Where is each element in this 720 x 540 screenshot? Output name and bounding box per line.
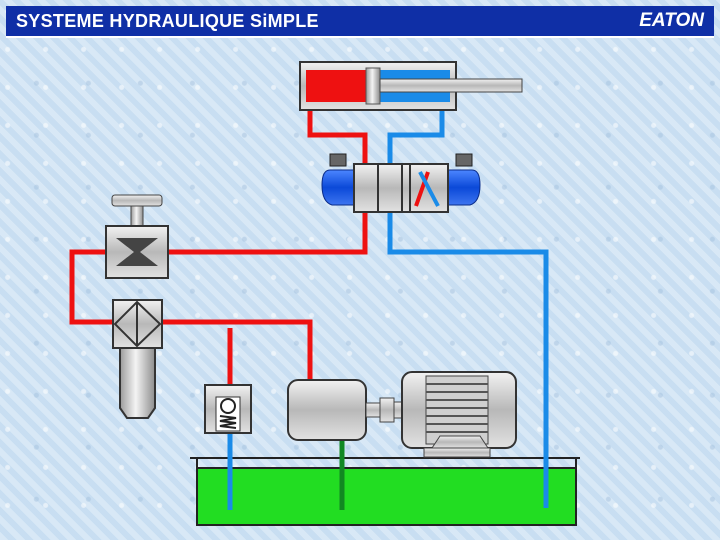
page-title: SYSTEME HYDRAULIQUE SiMPLE [16, 11, 319, 31]
filter [112, 299, 163, 419]
piston [365, 67, 381, 105]
oil-level [196, 467, 577, 526]
pump [287, 379, 395, 441]
hydraulic-cylinder [299, 61, 523, 111]
piston-rod [379, 78, 523, 93]
reservoir [190, 457, 580, 526]
pressure-lines [69, 100, 368, 385]
electric-motor [393, 371, 517, 458]
directional-control-valve [321, 153, 481, 213]
coupling [379, 397, 395, 423]
check-valve [204, 384, 252, 434]
pressure-relief-valve [105, 194, 169, 279]
eaton-logo: EATON [639, 10, 704, 31]
title-bar: SYSTEME HYDRAULIQUE SiMPLE EATON [6, 6, 714, 38]
